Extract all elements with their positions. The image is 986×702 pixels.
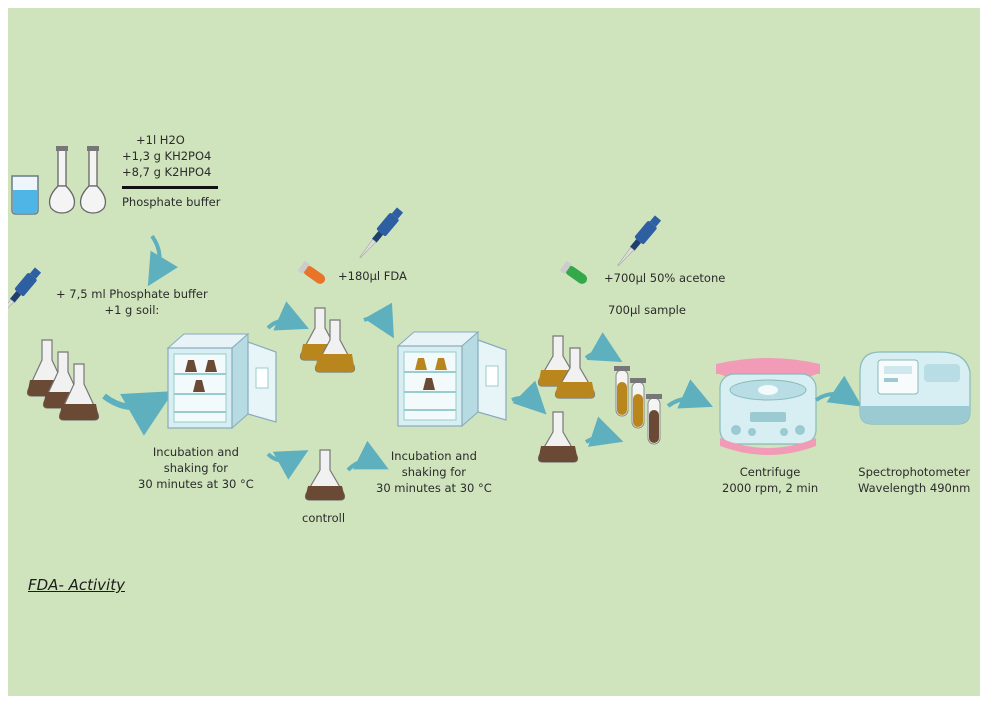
- sample-label: 700µl sample: [608, 303, 686, 317]
- arrow-to-fda-flasks: [266, 301, 309, 331]
- phosphate-buffer-label: Phosphate buffer: [122, 195, 221, 209]
- incubation-2-line-3: 30 minutes at 30 °C: [376, 481, 492, 495]
- sample-tubes-icon: [614, 366, 662, 445]
- sample-flasks-icon: [537, 335, 596, 463]
- reagent-water: +1l H2O: [136, 133, 185, 147]
- centrifuge-label: Centrifuge 2000 rpm, 2 min: [722, 464, 818, 496]
- incubation-1-line-3: 30 minutes at 30 °C: [138, 477, 254, 491]
- reagent-kh2po4: +1,3 g KH2PO4: [122, 149, 212, 163]
- pipette-icon: [8, 267, 42, 319]
- volumetric-flask-icon: [79, 146, 107, 214]
- acetone-tube-icon: [559, 260, 588, 284]
- arrow-to-incubator-1: [102, 391, 174, 436]
- arrow-to-tubes-top: [584, 332, 623, 362]
- incubation-1-line-1: Incubation and: [152, 445, 239, 459]
- incubator-1-icon: [166, 332, 277, 430]
- fda-flasks-icon: [299, 307, 356, 373]
- soil-flasks-icon: [26, 339, 100, 421]
- spectrophotometer-label: Spectrophotometer Wavelength 490nm: [858, 464, 970, 496]
- arrow-to-sample-flasks: [511, 380, 547, 415]
- incubation-1-label: Incubation and shaking for 30 minutes at…: [138, 444, 254, 492]
- spectrophotometer-line-1: Spectrophotometer: [858, 465, 971, 479]
- arrow-to-incubator-2-top: [363, 302, 394, 339]
- centrifuge-icon: [716, 358, 820, 455]
- fda-tube-icon: [297, 260, 326, 284]
- centrifuge-line-1: Centrifuge: [739, 465, 801, 479]
- arrow-to-spectrophotometer: [814, 375, 862, 407]
- incubation-1-line-2: shaking for: [163, 461, 229, 475]
- pipette-icon: [359, 207, 404, 259]
- acetone-label: +700µl 50% acetone: [604, 271, 726, 285]
- volumetric-flask-icon: [48, 146, 76, 214]
- incubation-2-line-1: Incubation and: [390, 449, 477, 463]
- add-buffer-line-2: +1 g soil:: [104, 303, 160, 317]
- incubator-2-icon: [396, 330, 507, 428]
- fda-label: +180µl FDA: [338, 269, 407, 283]
- reagent-k2hpo4: +8,7 g K2HPO4: [122, 165, 212, 179]
- sum-divider: [122, 186, 218, 189]
- beaker-icon: [11, 175, 39, 215]
- spectrophotometer-line-2: Wavelength 490nm: [858, 481, 971, 495]
- incubation-2-line-2: shaking for: [401, 465, 467, 479]
- incubation-2-label: Incubation and shaking for 30 minutes at…: [376, 448, 492, 496]
- spectrophotometer-icon: [859, 351, 971, 425]
- add-buffer-label: + 7,5 ml Phosphate buffer +1 g soil:: [56, 286, 208, 318]
- arrow-to-centrifuge: [666, 379, 713, 409]
- arrow-to-control: [266, 450, 309, 480]
- diagram-canvas: +1l H2O +1,3 g KH2PO4 +8,7 g K2HPO4 Phos…: [8, 8, 980, 696]
- pipette-icon: [617, 215, 662, 267]
- reagent-list: +1l H2O +1,3 g KH2PO4 +8,7 g K2HPO4: [122, 132, 211, 180]
- control-flask-icon: [304, 449, 346, 501]
- diagram-title: FDA- Activity: [28, 576, 125, 594]
- control-label: controll: [302, 511, 346, 525]
- arrow-down: [147, 234, 179, 287]
- arrow-to-incubator-2-bottom: [346, 440, 389, 472]
- diagram-artwork: [8, 146, 971, 501]
- arrow-to-tubes-bottom: [585, 416, 624, 447]
- add-buffer-line-1: + 7,5 ml Phosphate buffer: [56, 287, 208, 301]
- centrifuge-line-2: 2000 rpm, 2 min: [722, 481, 819, 495]
